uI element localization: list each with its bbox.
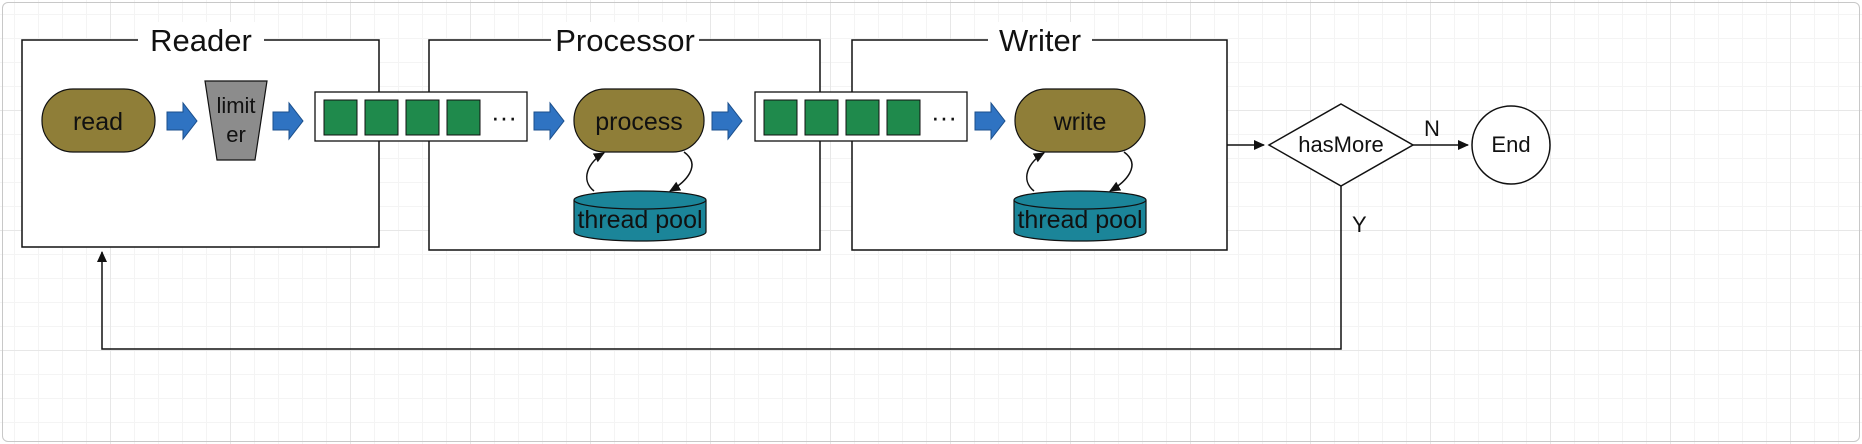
read-task-label: read bbox=[73, 108, 123, 136]
block-arrows bbox=[166, 101, 1006, 141]
processor-thread-pool: thread pool bbox=[573, 190, 707, 242]
pool-to-write-arrow bbox=[1026, 152, 1045, 192]
queue-ellipsis: ··· bbox=[491, 102, 517, 132]
queue-item bbox=[804, 99, 839, 136]
queue-item bbox=[323, 99, 358, 136]
queue-reader-processor: ··· bbox=[314, 91, 528, 142]
reader-stage-title: Reader bbox=[150, 23, 252, 58]
read-task: read bbox=[41, 88, 156, 153]
has-more-decision: hasMore bbox=[1267, 103, 1415, 187]
limiter: limit er bbox=[204, 80, 268, 161]
queue-item bbox=[845, 99, 880, 136]
reader-stage: Reader bbox=[21, 22, 380, 248]
queue-item bbox=[886, 99, 921, 136]
queue-item bbox=[763, 99, 798, 136]
write-to-pool-arrow bbox=[1109, 151, 1133, 192]
no-edge-label: N bbox=[1424, 116, 1440, 141]
queue-processor-writer: ··· bbox=[754, 91, 968, 142]
queue-ellipsis: ··· bbox=[931, 102, 957, 132]
block-arrow-icon bbox=[166, 101, 198, 141]
block-arrow-icon bbox=[533, 101, 565, 141]
writer-stage-title: Writer bbox=[999, 23, 1081, 58]
process-task-label: process bbox=[595, 108, 683, 136]
limiter-label-line2: er bbox=[226, 122, 246, 147]
queue-item bbox=[405, 99, 440, 136]
process-to-pool-arrow bbox=[669, 151, 693, 192]
block-arrow-icon bbox=[272, 101, 304, 141]
processor-stage-title: Processor bbox=[555, 23, 695, 58]
limiter-label-line1: limit bbox=[216, 93, 255, 118]
queue-item bbox=[446, 99, 481, 136]
write-task-label: write bbox=[1053, 108, 1107, 136]
decision-yes-loop-arrow bbox=[97, 186, 1342, 350]
processor-thread-pool-label: thread pool bbox=[577, 206, 702, 234]
process-task: process bbox=[573, 88, 705, 153]
queue-item bbox=[364, 99, 399, 136]
yes-edge-label: Y bbox=[1352, 212, 1367, 237]
pool-to-process-arrow bbox=[586, 152, 605, 192]
end-label: End bbox=[1491, 132, 1530, 157]
writer-thread-pool: thread pool bbox=[1013, 190, 1147, 242]
block-arrow-icon bbox=[711, 101, 743, 141]
block-arrow-icon bbox=[974, 101, 1006, 141]
end-node: End bbox=[1471, 105, 1551, 185]
write-task: write bbox=[1014, 88, 1146, 153]
writer-thread-pool-label: thread pool bbox=[1017, 206, 1142, 234]
has-more-label: hasMore bbox=[1298, 132, 1384, 157]
